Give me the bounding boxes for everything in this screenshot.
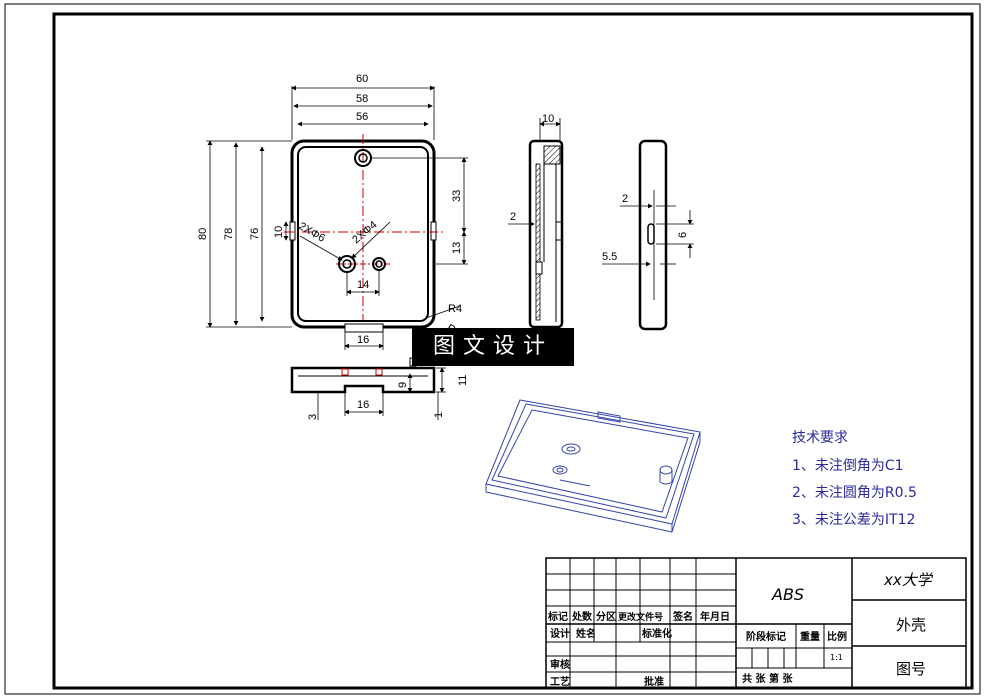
dim-60: 60 xyxy=(356,73,368,85)
dim-side-2: 2 xyxy=(510,211,516,223)
tb-sheets: 共 张 第 张 xyxy=(742,672,793,685)
tb-stage: 阶段标记 xyxy=(746,630,786,643)
tb-drawing-no: 图号 xyxy=(896,660,926,678)
watermark-banner: 图文设计 xyxy=(412,328,574,366)
tech-note-1: 1、未注倒角为C1 xyxy=(792,458,904,474)
dim-13: 13 xyxy=(451,242,463,254)
dim-10: 10 xyxy=(273,226,285,238)
outer-frame xyxy=(4,3,981,695)
dim-3: 3 xyxy=(307,414,319,420)
tb-approve: 批准 xyxy=(644,675,664,688)
dim-14: 14 xyxy=(357,279,369,291)
tb-std: 标准化 xyxy=(641,627,672,640)
dim-right-6: 6 xyxy=(677,232,689,238)
tb-check: 审核 xyxy=(550,658,570,671)
front-view xyxy=(284,134,444,333)
dim-r4: R4 xyxy=(448,303,462,315)
right-dimensions xyxy=(602,203,694,267)
tb-weight: 重量 xyxy=(800,630,820,643)
tb-school: xx大学 xyxy=(883,571,934,589)
tb-craft: 工艺 xyxy=(550,675,570,688)
dim-80: 80 xyxy=(197,228,209,240)
side-dimensions xyxy=(508,118,561,227)
title-block xyxy=(545,557,967,689)
tech-notes: 技术要求 1、未注倒角为C1 2、未注圆角为R0.5 3、未注公差为IT12 xyxy=(792,430,917,528)
dim-11: 11 xyxy=(457,375,469,386)
tech-note-3: 3、未注公差为IT12 xyxy=(792,512,915,528)
dim-78: 78 xyxy=(223,228,235,240)
tb-count: 处数 xyxy=(571,610,593,623)
tb-date: 年月日 xyxy=(700,610,730,623)
tb-name: 姓名 xyxy=(575,627,596,640)
tb-scale: 1:1 xyxy=(830,653,843,662)
dim-hole4: 2XΦ4 xyxy=(350,219,379,246)
inner-border xyxy=(52,12,974,690)
tb-ratio: 比例 xyxy=(827,630,847,643)
tb-part-name: 外壳 xyxy=(896,616,926,634)
tb-mark: 标记 xyxy=(547,610,568,623)
dim-side-10: 10 xyxy=(542,113,554,125)
dim-hole6: 2XΦ6 xyxy=(297,220,328,245)
dim-16-front: 16 xyxy=(357,334,369,346)
tb-design: 设计 xyxy=(550,627,570,640)
dim-56: 56 xyxy=(356,111,368,123)
bottom-dimensions xyxy=(317,367,446,420)
dim-right-5-5: 5.5 xyxy=(602,251,617,263)
dim-16-bottom: 16 xyxy=(357,399,369,411)
dim-9: 9 xyxy=(397,382,409,388)
dim-76: 76 xyxy=(249,228,261,240)
side-section-view xyxy=(528,139,564,329)
dim-58: 58 xyxy=(356,93,368,105)
tb-doc: 更改文件号 xyxy=(618,611,663,623)
dim-right-2: 2 xyxy=(622,193,628,205)
tech-note-2: 2、未注圆角为R0.5 xyxy=(792,485,917,501)
tb-material: ABS xyxy=(771,585,804,604)
tech-notes-title: 技术要求 xyxy=(792,430,848,446)
dim-1: 1 xyxy=(433,412,445,418)
isometric-view xyxy=(485,399,701,533)
dim-33: 33 xyxy=(451,190,463,202)
tb-sign: 签名 xyxy=(672,610,693,623)
tb-zone: 分区 xyxy=(596,610,616,623)
right-view xyxy=(638,139,668,331)
front-dimensions xyxy=(206,85,468,350)
